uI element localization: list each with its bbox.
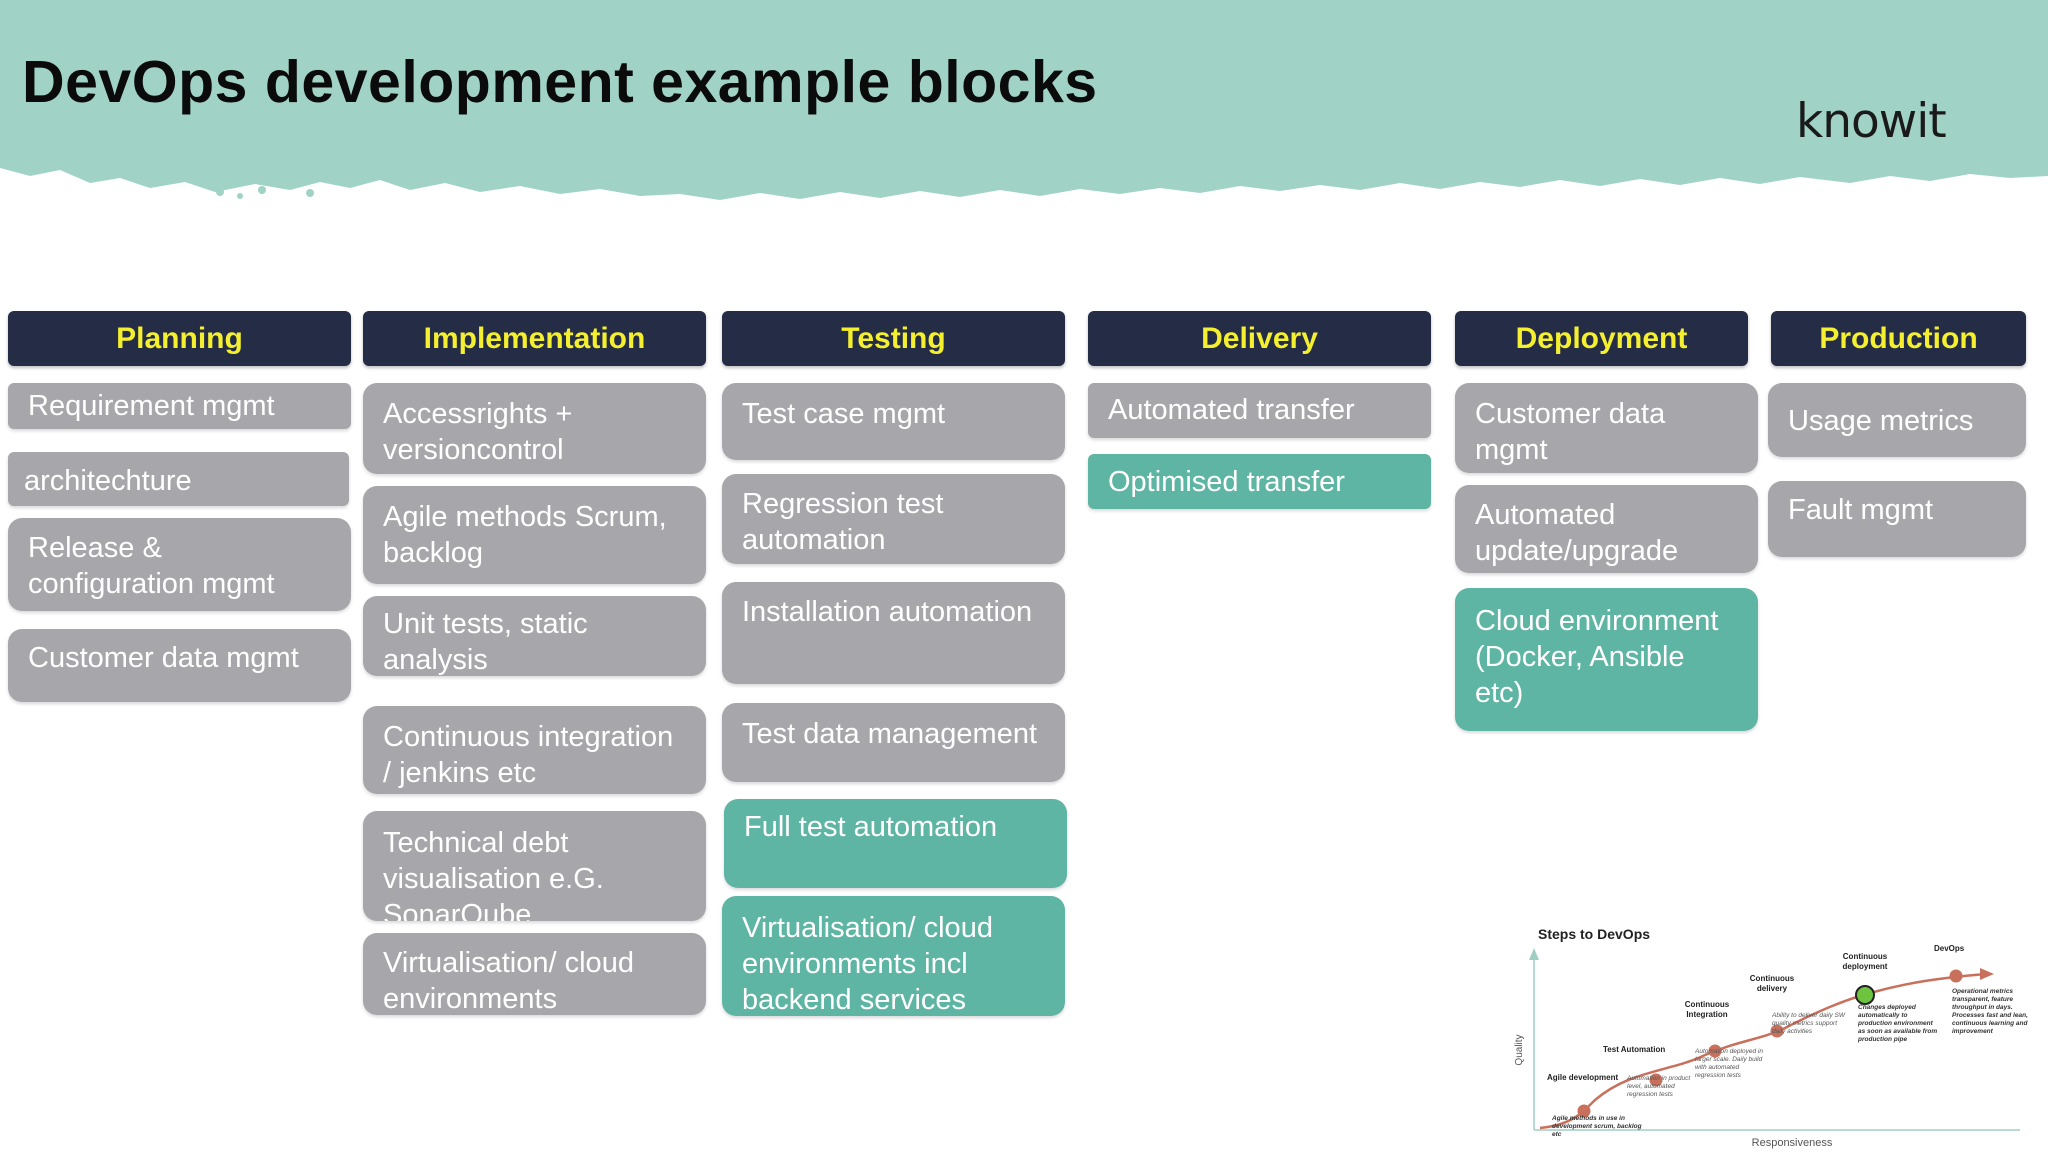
- column-header-production: Production: [1771, 311, 2026, 366]
- stage-note-continuous-deployment: Changes deployed automatically to produc…: [1858, 1004, 1937, 1043]
- stage-dot-ci: [1708, 1044, 1722, 1058]
- stage-note-cd: Ability to deliver daily SW quality metr…: [1772, 1012, 1845, 1035]
- block-cloud-environment: Cloud environment (Docker, Ansible etc): [1455, 588, 1758, 731]
- block-usage-metrics: Usage metrics: [1768, 383, 2026, 457]
- block-continuous-integration: Continuous integration / jenkins etc: [363, 706, 706, 794]
- y-axis-label: Quality: [1514, 1034, 1525, 1065]
- stage-dot-test-automation: [1649, 1073, 1663, 1087]
- stage-dot-cd: [1770, 1024, 1784, 1038]
- block-agile-methods: Agile methods Scrum, backlog: [363, 486, 706, 584]
- steps-to-devops-figure: Steps to DevOps Quality Responsiveness A…: [1514, 926, 2028, 1149]
- column-header-testing: Testing: [722, 311, 1065, 366]
- figure-title: Steps to DevOps: [1538, 926, 1650, 942]
- stage-label-continuous-deployment: Continuous deployment: [1843, 952, 1888, 971]
- x-axis-label: Responsiveness: [1752, 1137, 1833, 1149]
- block-test-case-mgmt: Test case mgmt: [722, 383, 1065, 460]
- stage-note-devops: Operational metrics transparent, feature…: [1952, 988, 2028, 1035]
- block-unit-tests: Unit tests, static analysis: [363, 596, 706, 676]
- block-installation-automation: Installation automation: [722, 582, 1065, 684]
- progress-curve: [1539, 972, 1986, 1130]
- block-customer-data-mgmt-deployment: Customer data mgmt: [1455, 383, 1758, 473]
- block-virtualisation-cloud-backend: Virtualisation/ cloud environments incl …: [722, 896, 1065, 1016]
- block-requirement-mgmt: Requirement mgmt: [8, 383, 351, 429]
- block-regression-test-automation: Regression test automation: [722, 474, 1065, 564]
- stage-note-agile: Agile methods in use in development scru…: [1552, 1115, 1642, 1138]
- block-automated-transfer: Automated transfer: [1088, 383, 1431, 438]
- stage-dot-devops: [1949, 969, 1963, 983]
- column-header-planning: Planning: [8, 311, 351, 366]
- knowit-logo: knowit: [1796, 94, 1947, 149]
- stage-label-agile: Agile development: [1547, 1073, 1618, 1082]
- stage-label-devops: DevOps: [1934, 944, 1965, 953]
- stage-note-ci: Automation deployed in larger scale. Dai…: [1695, 1048, 1763, 1079]
- stage-dot-continuous-deployment: [1855, 985, 1875, 1005]
- block-automated-update-upgrade: Automated update/upgrade: [1455, 485, 1758, 573]
- stage-label-cd: Continuous delivery: [1750, 974, 1794, 993]
- stage-dot-agile: [1577, 1104, 1591, 1118]
- header-band: [0, 0, 2048, 200]
- block-release-configuration-mgmt: Release & configuration mgmt: [8, 518, 351, 611]
- block-test-data-management: Test data management: [722, 703, 1065, 782]
- stage-label-test-automation: Test Automation: [1603, 1045, 1665, 1054]
- column-header-deployment: Deployment: [1455, 311, 1748, 366]
- column-header-implementation: Implementation: [363, 311, 706, 366]
- block-optimised-transfer: Optimised transfer: [1088, 454, 1431, 509]
- page-title: DevOps development example blocks: [22, 49, 1098, 115]
- block-full-test-automation: Full test automation: [724, 799, 1067, 888]
- block-virtualisation-cloud-impl: Virtualisation/ cloud environments: [363, 933, 706, 1015]
- block-accessrights-versioncontrol: Accessrights + versioncontrol: [363, 383, 706, 474]
- stage-note-test-automation: Automation in product level, automated r…: [1627, 1075, 1690, 1098]
- column-header-delivery: Delivery: [1088, 311, 1431, 366]
- stage-label-ci: Continuous Integration: [1685, 1000, 1729, 1019]
- block-fault-mgmt: Fault mgmt: [1768, 481, 2026, 557]
- block-technical-debt: Technical debt visualisation e.G. SonarQ…: [363, 811, 706, 921]
- block-architechture: architechture: [8, 452, 349, 506]
- block-customer-data-mgmt-planning: Customer data mgmt: [8, 629, 351, 702]
